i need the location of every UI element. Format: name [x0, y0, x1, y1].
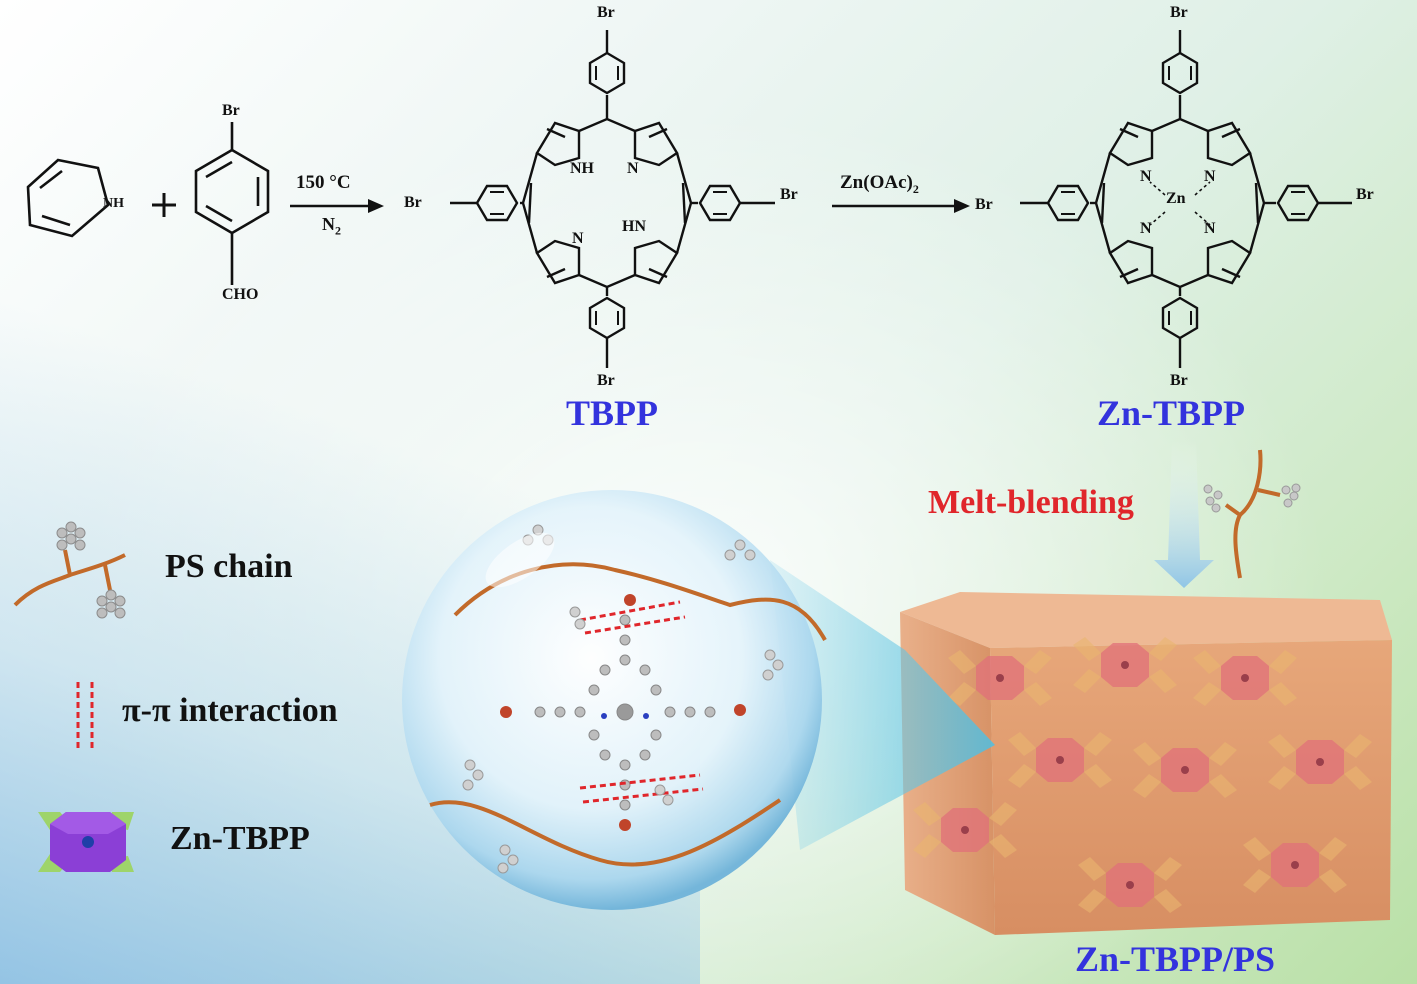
tbpp-title: TBPP	[566, 393, 659, 433]
zn-tbpp-title: Zn-TBPP	[1097, 393, 1246, 433]
aldehyde-br-label: Br	[222, 102, 240, 119]
ps-chain-legend-icon	[13, 520, 127, 620]
magnification-cone	[770, 560, 995, 850]
magnified-bubble	[402, 490, 827, 910]
ps-fragment	[1203, 449, 1301, 579]
zntbpp-n-label-2: N	[1204, 168, 1216, 185]
zntbpp-br-top: Br	[1170, 4, 1188, 21]
tbpp-nh-label: NH	[570, 160, 594, 177]
legend-pi-pi-label: π-π interaction	[122, 692, 338, 729]
condition-temperature: 150 °C	[296, 172, 351, 193]
aldehyde-cho-label: CHO	[222, 286, 259, 303]
reagent-label: Zn(OAc)2	[840, 172, 919, 196]
zntbpp-br-left: Br	[975, 196, 993, 213]
pyrrole-nh-label: NH	[103, 196, 124, 211]
reaction-arrow-1	[290, 199, 384, 213]
bromobenzaldehyde-structure	[194, 122, 270, 285]
pi-pi-legend-icon	[76, 682, 94, 748]
condition-atmosphere: N2	[322, 214, 341, 238]
tbpp-br-bottom: Br	[597, 372, 615, 389]
pyrrole-structure	[26, 158, 110, 238]
zn-tbpp-structure	[1020, 30, 1352, 368]
tbpp-structure	[450, 30, 775, 368]
tbpp-br-left: Br	[404, 194, 422, 211]
plus-sign	[152, 193, 176, 217]
zntbpp-n-label-3: N	[1140, 220, 1152, 237]
tbpp-n-label-2: N	[572, 230, 584, 247]
melt-blending-label: Melt-blending	[928, 484, 1134, 521]
reaction-arrow-2	[832, 199, 970, 213]
tbpp-hn-label: HN	[622, 218, 646, 235]
tbpp-n-label-1: N	[627, 160, 639, 177]
zntbpp-br-bottom: Br	[1170, 372, 1188, 389]
zntbpp-n-label-4: N	[1204, 220, 1216, 237]
melt-blending-arrow	[1154, 440, 1214, 588]
composite-title: Zn-TBPP/PS	[1075, 939, 1276, 979]
legend-zn-tbpp-label: Zn-TBPP	[170, 820, 310, 857]
zntbpp-br-right: Br	[1356, 186, 1374, 203]
tbpp-br-right: Br	[780, 186, 798, 203]
composite-block	[900, 592, 1392, 935]
legend-ps-chain-label: PS chain	[165, 548, 293, 585]
zn-tbpp-legend-icon	[38, 812, 134, 872]
tbpp-br-top: Br	[597, 4, 615, 21]
zntbpp-n-label-1: N	[1140, 168, 1152, 185]
zntbpp-zn-label: Zn	[1166, 190, 1186, 207]
